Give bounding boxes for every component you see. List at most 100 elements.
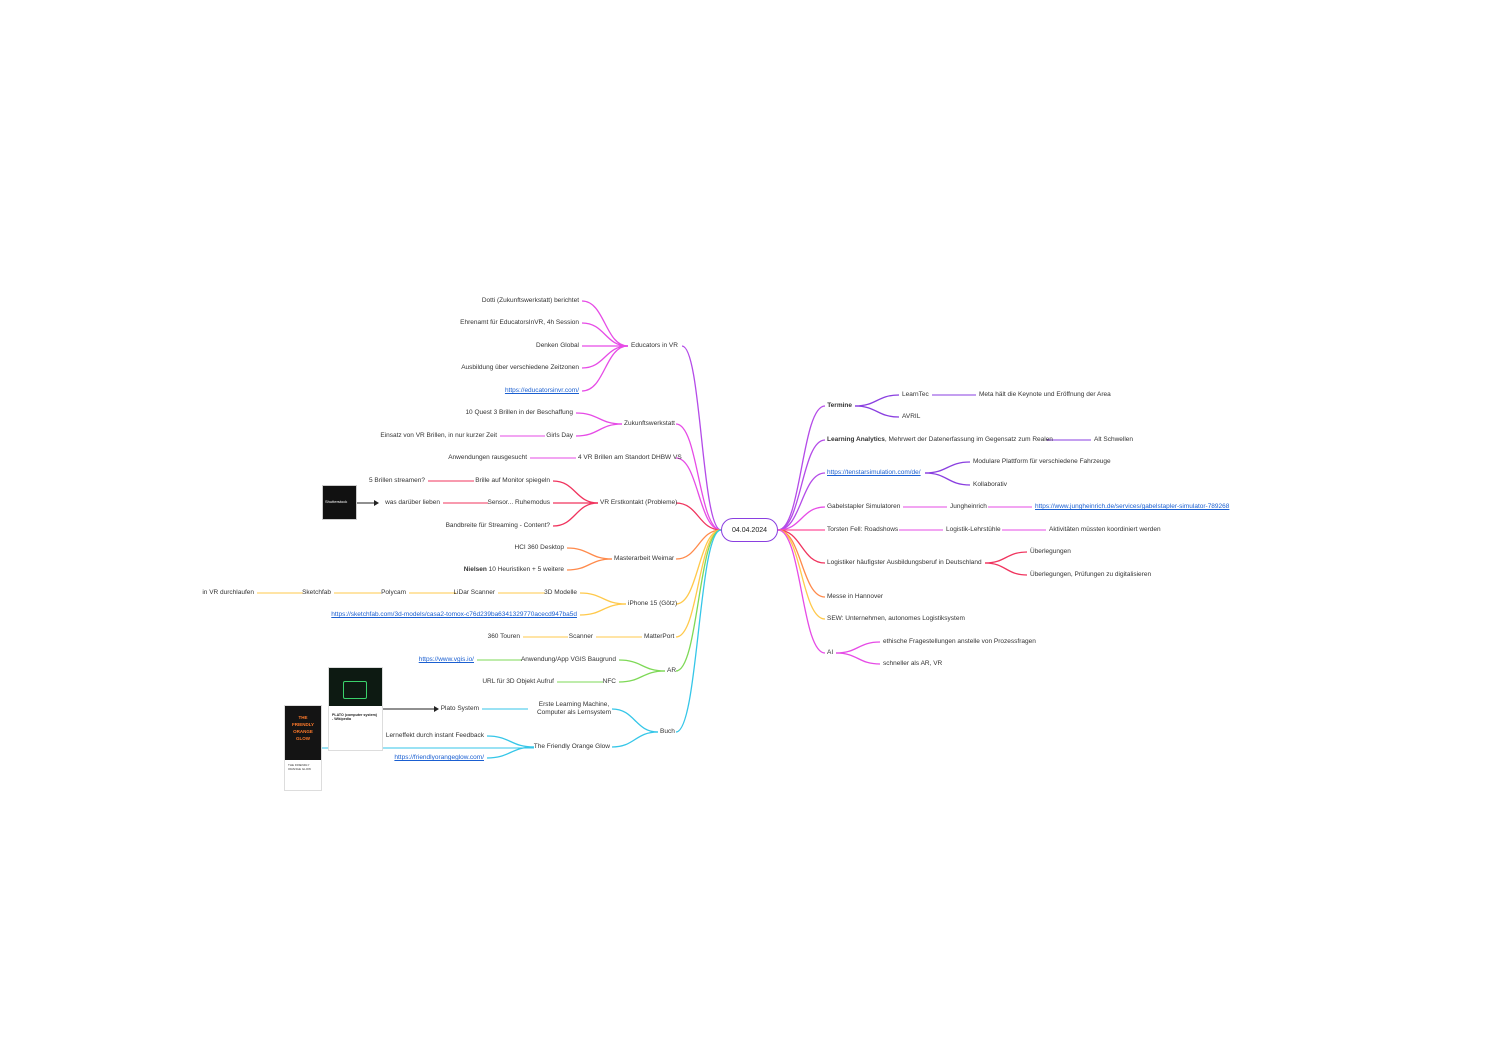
node-kollaborativ[interactable]: Kollaborativ	[973, 481, 1007, 488]
node-termine[interactable]: Termine	[827, 402, 852, 409]
image-shutterstock[interactable]: Shutterstock	[322, 485, 357, 520]
node-nielsen[interactable]: Nielsen 10 Heuristiken + 5 weitere	[464, 566, 564, 574]
edge-master-1	[566, 547, 613, 560]
edge-tenstar-1	[924, 461, 971, 474]
node-educators-child-1[interactable]: Dotti (Zukunftswerkstatt) berichtet	[481, 297, 579, 304]
edge-buch-erste	[611, 708, 659, 733]
edge-iphone-link	[579, 603, 627, 616]
node-friendly-orange-glow[interactable]: The Friendly Orange Glow	[533, 743, 610, 750]
node-torsten-fell[interactable]: Torsten Fell: Roadshows	[827, 526, 899, 533]
book-cover-title: THE FRIENDLY ORANGE GLOW	[291, 715, 315, 741]
node-lidar[interactable]: LiDar Scanner	[453, 589, 495, 596]
link-educatorsinvr[interactable]: https://educatorsinvr.com/	[504, 387, 579, 394]
node-5-brillen[interactable]: 5 Brillen streamen?	[369, 477, 425, 484]
image-book-cover-card[interactable]: THE FRIENDLY ORANGE GLOW THE FRIENDLY OR…	[284, 705, 322, 791]
node-girlsday[interactable]: Girls Day	[546, 432, 573, 439]
node-ueberlegungen[interactable]: Überlegungen	[1030, 548, 1071, 555]
node-scanner[interactable]: Scanner	[568, 633, 593, 640]
image-plato-wikipedia-card[interactable]: PLATO (computer system) - Wikipedia	[328, 667, 383, 751]
edge-root-vrerst	[675, 502, 722, 531]
link-sketchfab[interactable]: https://sketchfab.com/3d-models/casa2-to…	[331, 611, 577, 618]
edge-root-ai	[777, 529, 826, 654]
node-vr-brillen-standort[interactable]: 4 VR Brillen am Standort DHBW VS	[578, 454, 682, 461]
node-learntec[interactable]: LearnTec	[902, 391, 929, 398]
edge-logistiker-2	[984, 562, 1028, 576]
node-3d-modelle[interactable]: 3D Modelle	[544, 589, 577, 596]
node-hci-360[interactable]: HCI 360 Desktop	[514, 544, 565, 551]
node-aktivitaeten[interactable]: Aktivitäten müssten koordiniert werden	[1049, 526, 1161, 533]
link-jungheinrich[interactable]: https://www.jungheinrich.de/services/gab…	[1035, 503, 1230, 510]
node-ethische-fragen[interactable]: ethische Fragestellungen anstelle von Pr…	[883, 638, 1036, 645]
node-schneller-ar-vr[interactable]: schneller als AR, VR	[883, 660, 943, 667]
node-vr-durchlaufen[interactable]: in VR durchlaufen	[202, 589, 254, 596]
edge-root-educators	[681, 345, 722, 531]
node-brille-monitor[interactable]: Brille auf Monitor spiegeln	[475, 477, 550, 484]
node-educators[interactable]: Educators in VR	[631, 342, 678, 349]
edge-root-analytics	[777, 439, 826, 531]
node-alt-schwellen[interactable]: Alt Schwellen	[1094, 436, 1134, 443]
node-jungheinrich[interactable]: Jungheinrich	[950, 503, 987, 510]
node-modulare-plattform[interactable]: Modulare Plattform für verschiedene Fahr…	[973, 458, 1111, 465]
node-360-touren[interactable]: 360 Touren	[487, 633, 520, 640]
edge-ar-vgis	[618, 659, 666, 672]
node-meta-keynote[interactable]: Meta hält die Keynote und Eröffnung der …	[979, 391, 1111, 398]
node-masterarbeit[interactable]: Masterarbeit Weimar	[614, 555, 675, 562]
node-plato-system[interactable]: Plato System	[440, 705, 479, 712]
node-pruefungen[interactable]: Überlegungen, Prüfungen zu digitalisiere…	[1030, 571, 1152, 578]
node-avril[interactable]: AVRIL	[902, 413, 921, 420]
node-ai[interactable]: AI	[827, 649, 834, 656]
edge-tenstar-2	[924, 472, 971, 486]
edge-termine-avril	[854, 405, 900, 418]
node-buch[interactable]: Buch	[660, 728, 675, 735]
node-vr-erstkontakt[interactable]: VR Erstkontakt (Probleme)	[600, 499, 678, 506]
edge-vrerst-1	[552, 480, 599, 504]
edge-root-termine	[777, 405, 826, 531]
arrow-icon	[374, 500, 379, 506]
node-sketchfab[interactable]: Sketchfab	[302, 589, 331, 596]
image-shutterstock-caption: Shutterstock	[325, 499, 348, 504]
edge-root-tenstar	[777, 472, 826, 531]
node-erste-learning-machine-line2: Computer als Lernsystem	[536, 709, 612, 716]
node-learning-analytics-rest: , Mehrwert der Datenerfassung im Gegensa…	[884, 436, 1053, 443]
node-nielsen-rest: 10 Heuristiken + 5 weitere	[486, 566, 564, 573]
node-educators-child-3[interactable]: Denken Global	[536, 342, 579, 349]
link-vgis[interactable]: https://www.vgis.io/	[418, 656, 474, 663]
edge-root-sew	[777, 529, 826, 620]
node-ar[interactable]: AR	[667, 667, 677, 674]
edge-root-iphone	[675, 529, 722, 605]
node-nielsen-bold: Nielsen	[463, 566, 487, 573]
node-bandbreite[interactable]: Bandbreite für Streaming - Content?	[445, 522, 550, 529]
node-sensor-ruhemodus[interactable]: Sensor... Ruhemodus	[487, 499, 550, 506]
edge-master-2	[566, 558, 613, 571]
node-lerneffekt[interactable]: Lerneffekt durch instant Feedback	[385, 732, 484, 739]
node-gabelstapler[interactable]: Gabelstapler Simulatoren	[827, 503, 901, 510]
node-logistik-lehrstuehle[interactable]: Logistik-Lehrstühle	[946, 526, 1001, 533]
node-vgis[interactable]: Anwendung/App VGIS Baugrund	[520, 656, 616, 663]
node-logistiker[interactable]: Logistiker häufigster Ausbildungsberuf i…	[827, 559, 982, 566]
edge-zukunft-girls	[575, 423, 623, 437]
node-iphone[interactable]: iPhone 15 (Götz)	[628, 600, 678, 607]
node-nfc[interactable]: NFC	[602, 678, 616, 685]
link-friendlyorangeglow[interactable]: https://friendlyorangeglow.com/	[394, 754, 484, 761]
node-quest3[interactable]: 10 Quest 3 Brillen in der Beschaffung	[465, 409, 573, 416]
node-sew[interactable]: SEW: Unternehmen, autonomes Logistiksyst…	[827, 615, 965, 622]
plato-card-title: PLATO (computer system) - Wikipedia	[332, 713, 377, 721]
root-node[interactable]: 04.04.2024	[721, 518, 778, 542]
node-learning-analytics[interactable]: Learning Analytics, Mehrwert der Datener…	[827, 436, 1053, 444]
link-tenstarsimulation[interactable]: https://tenstarsimulation.com/de/	[827, 469, 921, 476]
node-polycam[interactable]: Polycam	[381, 589, 406, 596]
node-url-3d[interactable]: URL für 3D Objekt Aufruf	[482, 678, 554, 685]
node-erste-learning-machine-line1: Erste Learning Machine,	[538, 701, 610, 708]
edge-root-messe	[777, 529, 826, 598]
node-educators-child-2[interactable]: Ehrenamt für EducatorsInVR, 4h Session	[460, 319, 579, 326]
node-erste-learning-machine[interactable]: Erste Learning Machine,Computer als Lern…	[537, 701, 611, 717]
node-anwendungen[interactable]: Anwendungen rausgesucht	[448, 454, 527, 461]
node-matterport[interactable]: MatterPort	[644, 633, 675, 640]
node-educators-child-4[interactable]: Ausbildung über verschiedene Zeitzonen	[461, 364, 579, 371]
node-einsatz-vr[interactable]: Einsatz von VR Brillen, in nur kurzer Ze…	[380, 432, 497, 439]
node-messe-hannover[interactable]: Messe in Hannover	[827, 593, 883, 600]
node-zukunftswerkstatt[interactable]: Zukunftswerkstatt	[624, 420, 675, 427]
node-darueber-lieben[interactable]: was darüber lieben	[385, 499, 440, 506]
arrow-icon	[434, 706, 439, 712]
